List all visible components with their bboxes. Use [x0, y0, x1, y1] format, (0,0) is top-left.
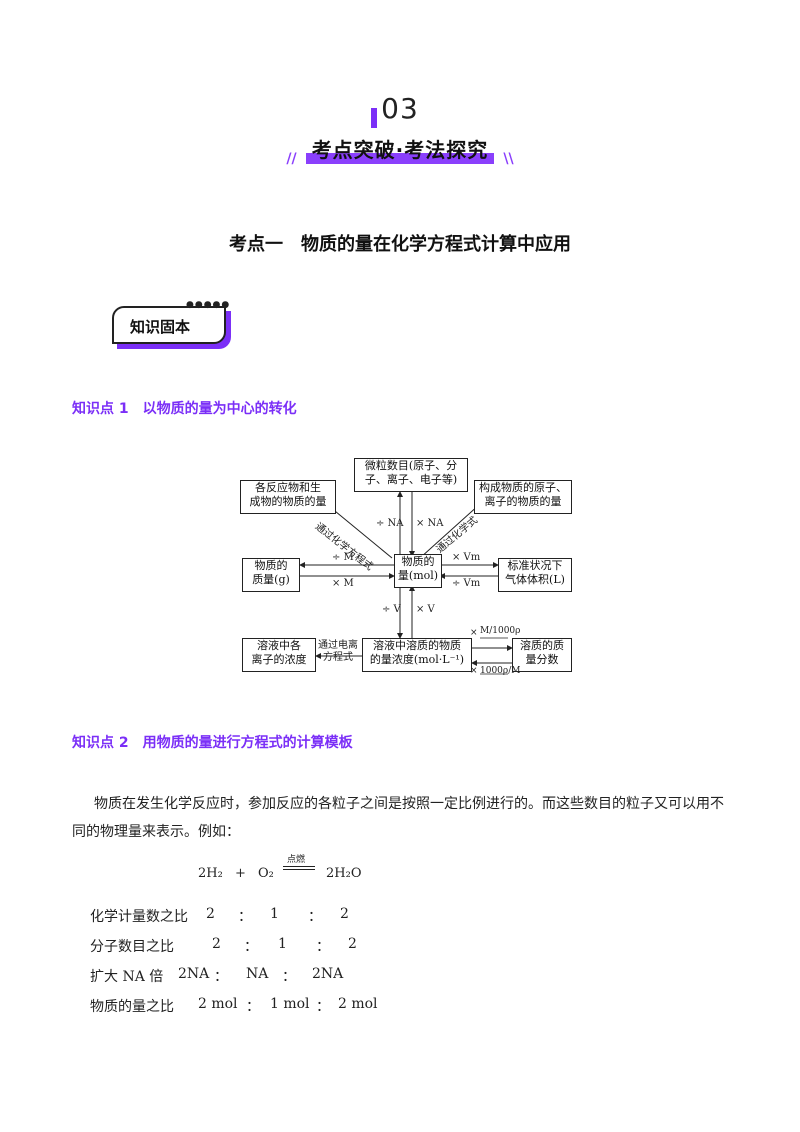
banner-highlight	[305, 153, 495, 164]
label-times-top: ×	[470, 628, 478, 638]
box-amount-of-substance: 物质的 量(mol)	[394, 554, 442, 588]
box-mass-fraction: 溶质的质 量分数	[512, 638, 572, 672]
box-mass-fraction-line2: 量分数	[525, 653, 559, 666]
box-atom-ion-moles-line2: 离子的物质的量	[484, 495, 562, 508]
row-value-b: 1	[278, 936, 287, 952]
knowledge-badge: 知识固本	[112, 306, 226, 344]
box-mass-line1: 物质的	[254, 559, 288, 572]
row-colon: ：	[246, 999, 260, 1015]
box-reactant-moles: 各反应物和生 成物的物质的量	[240, 480, 336, 514]
label-via-ionization: 通过电离 方程式	[318, 640, 358, 664]
label-via-ionization-line1: 通过电离	[318, 640, 358, 651]
label-mul-Vm: × Vm	[452, 552, 481, 563]
row-value-c: 2 mol	[338, 996, 378, 1012]
eq-reactant-h2: 2H₂	[198, 866, 223, 881]
row-value-c: 2	[348, 936, 357, 952]
row-colon: ：	[308, 909, 322, 925]
box-gas-volume-line2: 气体体积(L)	[505, 573, 565, 586]
section-number: 03	[381, 92, 419, 125]
label-times-bottom: ×	[470, 666, 478, 676]
label-fraction-top: M/1000ρ	[480, 626, 521, 636]
badge-binder-dots: ●●●●●	[186, 300, 231, 310]
eq-product: 2H₂O	[326, 866, 362, 881]
row-colon: ：	[214, 969, 228, 985]
ratio-row-molecule-count: 分子数目之比 2 ： 1 ： 2	[90, 936, 357, 956]
eq-arrow-line-1	[283, 866, 315, 867]
knowledge-point-2: 知识点 2 用物质的量进行方程式的计算模板	[72, 735, 353, 751]
banner-title: 考点突破·考法探究	[311, 138, 489, 162]
box-ion-concentration-line1: 溶液中各	[257, 639, 301, 652]
row-value-b: 1	[270, 906, 279, 922]
label-mul-M: × M	[332, 578, 354, 589]
box-concentration-line1: 溶液中溶质的物质	[373, 639, 461, 652]
label-fraction-bottom: 1000ρ/M	[480, 666, 521, 676]
eq-plus: +	[235, 866, 246, 881]
row-value-a: 2	[212, 936, 221, 952]
label-div-NA: ÷ NA	[376, 518, 404, 529]
diagram-arrows	[299, 491, 513, 675]
box-ion-concentration-line2: 离子的浓度	[251, 653, 307, 666]
box-particle-count-line2: 子、离子、电子等)	[364, 473, 458, 486]
box-ion-concentration: 溶液中各 离子的浓度	[242, 638, 316, 672]
ratio-row-moles: 物质的量之比 2 mol ： 1 mol ： 2 mol	[90, 996, 378, 1016]
row-label: 分子数目之比	[90, 939, 174, 955]
row-value-b: NA	[246, 966, 269, 982]
label-mul-NA: × NA	[416, 518, 444, 529]
box-center-line2: 量(mol)	[397, 569, 439, 582]
row-label: 化学计量数之比	[90, 909, 188, 925]
row-value-c: 2NA	[312, 966, 344, 982]
row-colon: ：	[244, 939, 258, 955]
section-banner: // 考点突破·考法探究 \\	[0, 132, 800, 167]
banner-deco-right: \\	[503, 151, 514, 167]
label-div-M: ÷ M	[332, 552, 354, 563]
box-gas-volume: 标准状况下 气体体积(L)	[498, 558, 572, 592]
eq-arrow-line-2	[283, 869, 315, 870]
row-value-a: 2	[206, 906, 215, 922]
conversion-diagram: 微粒数目(原子、分 子、离子、电子等) 各反应物和生 成物的物质的量 构成物质的…	[236, 458, 572, 698]
box-mass: 物质的 质量(g)	[242, 558, 300, 592]
box-molar-concentration: 溶液中溶质的物质 的量浓度(mol·L⁻¹)	[362, 638, 472, 672]
box-gas-volume-line1: 标准状况下	[507, 559, 563, 572]
row-label: 物质的量之比	[90, 999, 174, 1015]
box-atom-ion-moles-line1: 构成物质的原子、	[479, 481, 567, 494]
knowledge-point-1: 知识点 1 以物质的量为中心的转化	[72, 401, 297, 417]
ratio-row-scaled-na: 扩大 NA 倍 2NA ： NA ： 2NA	[90, 966, 343, 986]
row-value-c: 2	[340, 906, 349, 922]
banner-box: 考点突破·考法探究	[302, 132, 499, 165]
row-value-b: 1 mol	[270, 996, 310, 1012]
row-colon: ：	[238, 909, 252, 925]
label-via-ionization-line2: 方程式	[323, 652, 353, 663]
eq-condition: 点燃	[287, 855, 306, 865]
box-atom-ion-moles: 构成物质的原子、 离子的物质的量	[474, 480, 572, 514]
label-mul-V: × V	[416, 604, 435, 615]
section-number-accent	[371, 108, 377, 128]
ratio-row-coefficients: 化学计量数之比 2 ： 1 ： 2	[90, 906, 349, 926]
row-value-a: 2NA	[178, 966, 210, 982]
row-value-a: 2 mol	[198, 996, 238, 1012]
topic-title: 考点一 物质的量在化学方程式计算中应用	[229, 234, 571, 255]
banner-deco-left: //	[286, 151, 297, 167]
row-colon: ：	[316, 999, 330, 1015]
box-center-line1: 物质的	[401, 555, 435, 568]
box-particle-count: 微粒数目(原子、分 子、离子、电子等)	[354, 458, 468, 492]
eq-reactant-o2: O₂	[258, 866, 274, 881]
box-particle-count-line1: 微粒数目(原子、分	[364, 459, 458, 472]
label-div-V: ÷ V	[382, 604, 401, 615]
intro-paragraph: 物质在发生化学反应时，参加反应的各粒子之间是按照一定比例进行的。而这些数目的粒子…	[72, 796, 724, 840]
row-colon: ：	[282, 969, 296, 985]
row-colon: ：	[316, 939, 330, 955]
box-mass-line2: 质量(g)	[252, 573, 290, 586]
box-reactant-moles-line2: 成物的物质的量	[249, 495, 327, 508]
label-div-Vm: ÷ Vm	[452, 578, 481, 589]
row-label: 扩大 NA 倍	[90, 969, 164, 985]
badge-label: 知识固本	[130, 318, 191, 336]
box-reactant-moles-line1: 各反应物和生	[255, 481, 321, 494]
box-concentration-line2: 的量浓度(mol·L⁻¹)	[369, 653, 465, 666]
box-mass-fraction-line1: 溶质的质	[520, 639, 564, 652]
